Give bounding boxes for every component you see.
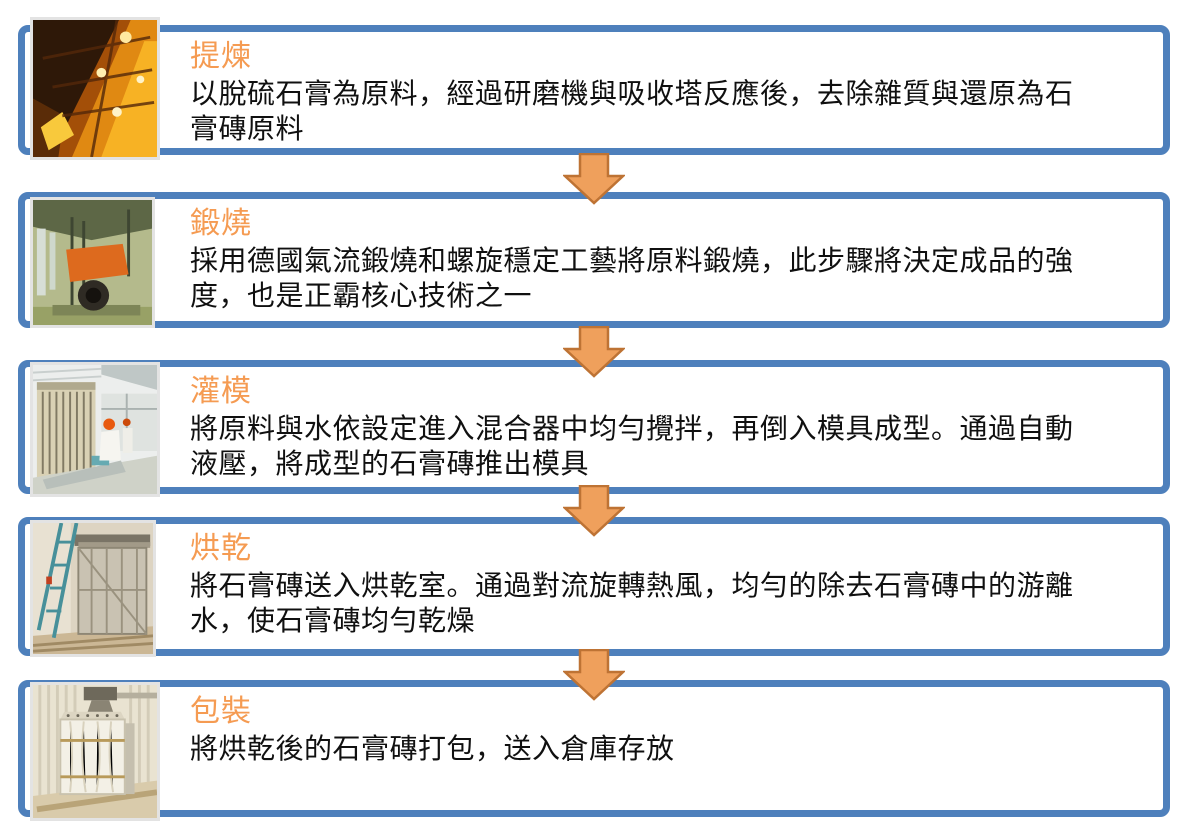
down-arrow-icon: [563, 153, 625, 205]
packaging-bag-photo: [30, 682, 160, 821]
step-title: 包裝: [190, 695, 252, 728]
step-text-molding: 灌模 將原料與水依設定進入混合器中均勻攪拌，再倒入模具成型。通過自動液壓，將成型…: [190, 373, 1153, 481]
calcination-machine-photo: [30, 197, 155, 328]
step-box-drying: 烘乾 將石膏磚送入烘乾室。通過對流旋轉熱風，均勻的除去石膏磚中的游離水，使石膏磚…: [18, 517, 1170, 656]
drying-room-photo: [30, 520, 156, 657]
step-description: 將原料與水依設定進入混合器中均勻攪拌，再倒入模具成型。通過自動液壓，將成型的石膏…: [190, 413, 1074, 479]
step-title: 鍛燒: [190, 207, 252, 240]
step-description: 將石膏磚送入烘乾室。通過對流旋轉熱風，均勻的除去石膏磚中的游離水，使石膏磚均勻乾…: [190, 570, 1074, 636]
refinery-furnace-photo: [30, 17, 160, 160]
step-description: 採用德國氣流鍛燒和螺旋穩定工藝將原料鍛燒，此步驟將決定成品的強度，也是正霸核心技…: [190, 245, 1074, 311]
step-description: 以脫硫石膏為原料，經過研磨機與吸收塔反應後，去除雜質與還原為石膏磚原料: [190, 78, 1074, 144]
step-text-calcination: 鍛燒 採用德國氣流鍛燒和螺旋穩定工藝將原料鍛燒，此步驟將決定成品的強度，也是正霸…: [190, 205, 1153, 313]
step-title: 烘乾: [190, 532, 252, 565]
step-text-drying: 烘乾 將石膏磚送入烘乾室。通過對流旋轉熱風，均勻的除去石膏磚中的游離水，使石膏磚…: [190, 530, 1153, 638]
step-box-calcination: 鍛燒 採用德國氣流鍛燒和螺旋穩定工藝將原料鍛燒，此步驟將決定成品的強度，也是正霸…: [18, 192, 1170, 328]
down-arrow-icon: [563, 649, 625, 701]
step-title: 提煉: [190, 40, 252, 73]
down-arrow-icon: [563, 485, 625, 537]
step-text-refining: 提煉 以脫硫石膏為原料，經過研磨機與吸收塔反應後，去除雜質與還原為石膏磚原料: [190, 38, 1153, 146]
molding-line-photo: [30, 362, 160, 497]
step-description: 將烘乾後的石膏磚打包，送入倉庫存放: [190, 733, 675, 764]
step-box-refining: 提煉 以脫硫石膏為原料，經過研磨機與吸收塔反應後，去除雜質與還原為石膏磚原料: [18, 25, 1170, 155]
step-text-packaging: 包裝 將烘乾後的石膏磚打包，送入倉庫存放: [190, 693, 1153, 766]
step-box-molding: 灌模 將原料與水依設定進入混合器中均勻攪拌，再倒入模具成型。通過自動液壓，將成型…: [18, 360, 1170, 494]
down-arrow-icon: [563, 326, 625, 378]
step-title: 灌模: [190, 375, 252, 408]
